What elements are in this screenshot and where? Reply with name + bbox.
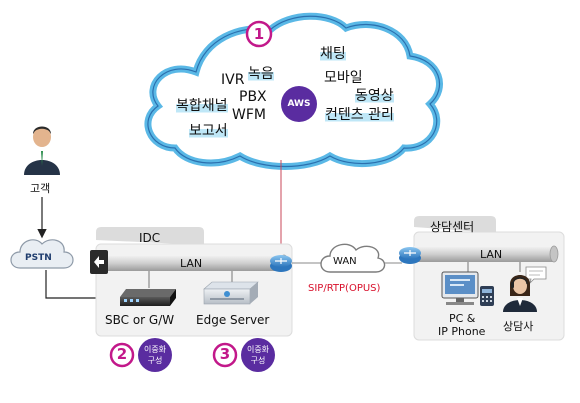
customer-icon: [24, 126, 60, 175]
aws-badge: [281, 86, 317, 122]
idc-firewall-icon: [90, 250, 108, 274]
pc-label-line2: IP Phone: [438, 325, 486, 338]
agent-icon: [503, 266, 547, 312]
service-pbx-label: PBX: [239, 89, 267, 105]
service-multichannel-label: 복합채널: [176, 98, 228, 114]
service-reporting-label: 보고서: [189, 123, 228, 139]
center-lan-label: LAN: [480, 248, 503, 261]
redundancy-3-badge: [241, 338, 275, 372]
step-1-number: 1: [253, 25, 265, 43]
step-3-circle: [212, 342, 238, 368]
edge-server-label: Edge Server: [196, 313, 270, 327]
idc-router-icon: [270, 255, 292, 272]
pc-ip-phone-icon: [441, 271, 494, 306]
step-2-number: 2: [116, 345, 128, 363]
pc-label-line1: PC &: [449, 312, 476, 325]
edge-server-icon: [203, 281, 259, 305]
service-mobile-label: 모바일: [324, 70, 363, 86]
wan-label: WAN: [333, 256, 357, 267]
service-wfm-label: WFM: [232, 107, 266, 123]
step-2-circle: [109, 342, 135, 368]
idc-lan-label: LAN: [180, 257, 203, 270]
service-chat-label: 채팅: [320, 46, 346, 62]
step-1-circle: [245, 20, 273, 48]
redundancy-2-line1: 이중화: [143, 345, 167, 354]
center-router-icon: [399, 247, 421, 264]
pstn-cloud: [10, 239, 74, 269]
pstn-label: PSTN: [25, 253, 52, 263]
aws-badge-label: AWS: [287, 99, 311, 109]
agent-label: 상담사: [503, 320, 534, 333]
service-ivr-label: IVR: [221, 72, 245, 88]
sbc-label: SBC or G/W: [105, 313, 175, 327]
pstn-to-sbc-arrow: [45, 270, 121, 303]
service-content-mgmt-label: 컨텐츠 관리: [325, 107, 394, 123]
wan-cloud: [320, 243, 386, 273]
redundancy-3-line2: 구성: [250, 356, 266, 365]
idc-title: IDC: [139, 231, 161, 245]
step-3-number: 3: [219, 345, 231, 363]
protocol-label: SIP/RTP(OPUS): [308, 283, 381, 294]
service-recording-label: 녹음: [248, 66, 274, 82]
customer-label: 고객: [30, 182, 51, 195]
sbc-device-icon: [120, 289, 176, 306]
center-title: 상담센터: [430, 220, 475, 234]
redundancy-3-line1: 이중화: [246, 345, 270, 354]
redundancy-2-badge: [138, 338, 172, 372]
service-video-label: 동영상: [355, 88, 394, 104]
redundancy-2-line2: 구성: [147, 356, 163, 365]
center-lan-bar: [414, 245, 559, 263]
